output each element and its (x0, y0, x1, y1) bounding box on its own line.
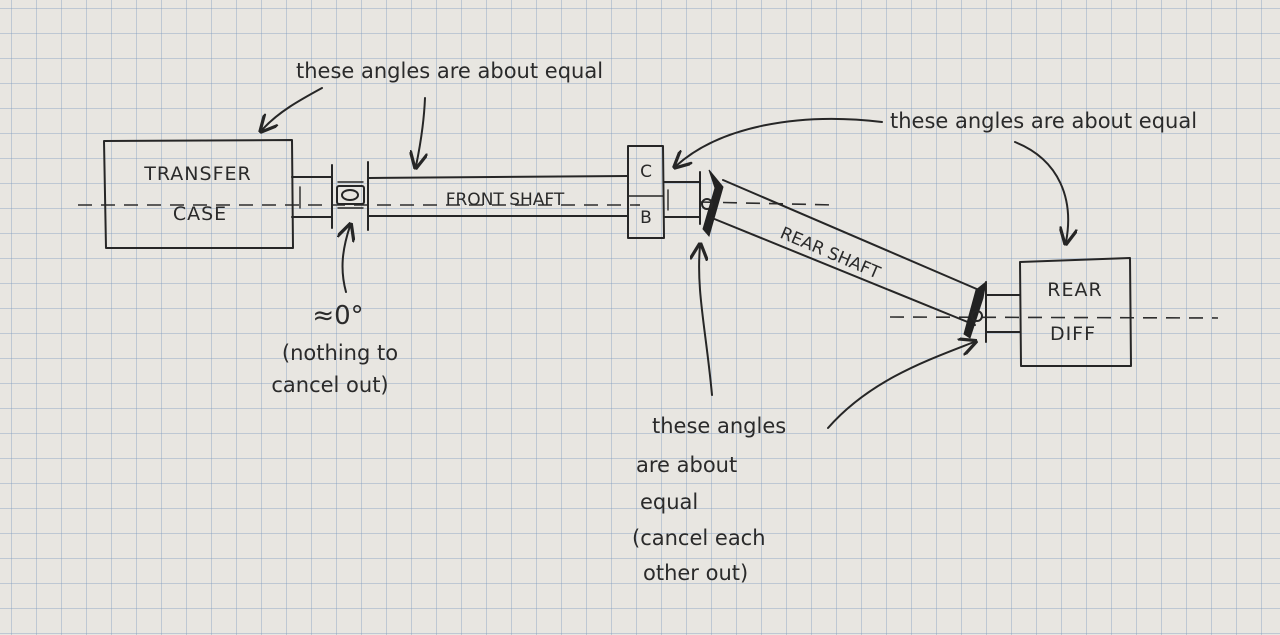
note-top-right: these angles are about equal (890, 109, 1197, 133)
arrow-to-cb-joint (676, 117, 883, 166)
rear-diff: REAR DIFF (1019, 257, 1132, 367)
rear-diff-label-2: DIFF (1050, 323, 1096, 345)
arrow-to-rear-u-joint-diff (827, 342, 974, 429)
front-shaft-label: FRONT SHAFT (446, 190, 565, 210)
front-u-joint (331, 161, 369, 231)
arrow-to-rear-u-joint-front (699, 246, 713, 396)
cb-centerline (699, 201, 836, 206)
rear-u-joint-diff (963, 280, 987, 343)
rear-centerline (889, 316, 1219, 319)
bottom-note-line1: these angles (652, 414, 786, 438)
bottom-note-line4: (cancel each (632, 526, 766, 550)
transfer-output-stub (291, 176, 333, 218)
front-shaft: FRONT SHAFT (368, 175, 629, 217)
zero-angle-value: ≈0° (312, 301, 363, 331)
zero-angle-line2: cancel out) (271, 373, 388, 397)
rear-diff-label-1: REAR (1047, 279, 1102, 301)
transfer-case-label-1: TRANSFER (143, 163, 251, 185)
bottom-note-line2: are about (636, 453, 737, 477)
rear-shaft-label: REAR SHAFT (777, 223, 883, 283)
cb-label-bottom: B (640, 208, 652, 228)
rear-u-joint-front (699, 169, 724, 238)
arrow-to-rear-diff (1014, 141, 1068, 242)
note-top-left: these angles are about equal (296, 59, 603, 83)
transfer-case-label-2: CASE (173, 203, 227, 225)
rear-shaft: REAR SHAFT (711, 179, 980, 326)
bottom-note-line5: other out) (643, 561, 748, 585)
cb-joint-block: C B (627, 145, 665, 239)
transfer-case: TRANSFER CASE (103, 139, 294, 249)
cb-label-top: C (640, 162, 652, 182)
cb-output-stub (663, 181, 701, 218)
diff-input-stub (985, 294, 1021, 333)
arrow-to-transfer-case (262, 87, 323, 130)
zero-angle-line1: (nothing to (282, 341, 398, 365)
arrow-to-front-u-joint (343, 226, 350, 293)
bottom-note-line3: equal (640, 490, 698, 514)
arrow-to-front-shaft (416, 97, 425, 166)
